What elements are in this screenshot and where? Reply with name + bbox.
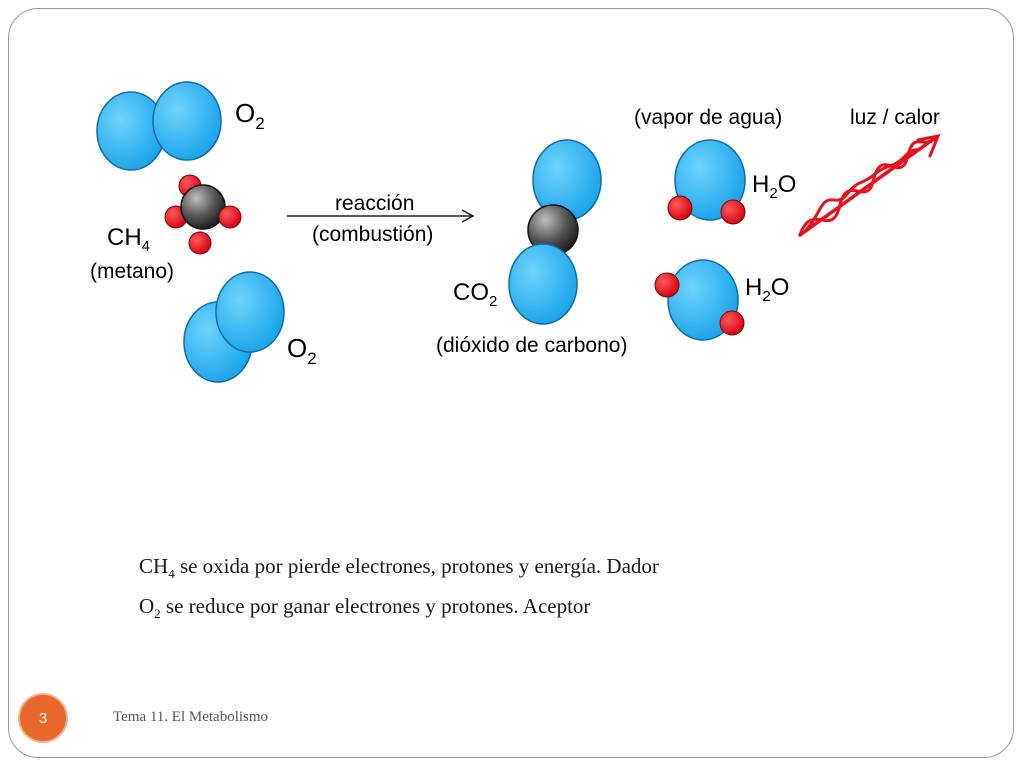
o2-molecule-bottom [183, 271, 285, 383]
reaction-arrow [287, 209, 475, 223]
co2-label: CO2 [453, 279, 497, 310]
page-number: 3 [38, 709, 48, 727]
h2o-bottom-label: H2O [745, 274, 789, 305]
co2-molecule [508, 139, 602, 325]
reaccion-label: reacción [335, 192, 414, 215]
ch4-molecule [164, 174, 242, 255]
metano-label: (metano) [90, 260, 174, 283]
dioxido-label: (dióxido de carbono) [436, 334, 627, 357]
o2-bottom-label: O2 [287, 333, 317, 368]
h2o-top-label: H2O [752, 171, 796, 202]
footer-title: Tema 11. El Metabolismo [113, 709, 269, 725]
reaction-explanation: CH4 se oxida por pierde electrones, prot… [139, 550, 899, 630]
h2o-molecule-top [667, 139, 746, 225]
o2-molecule-top [96, 81, 222, 171]
combustion-label: (combustión) [312, 223, 433, 246]
h2o-molecule-bottom [654, 259, 745, 341]
oxidation-line: CH4 se oxida por pierde electrones, prot… [139, 554, 659, 582]
o2-top-label: O2 [235, 98, 265, 133]
vapor-label: (vapor de agua) [634, 106, 782, 129]
luz-calor-label: luz / calor [850, 106, 940, 129]
reduction-line: O2 se reduce por ganar electrones y prot… [139, 594, 591, 622]
page-number-badge: 3 [18, 693, 68, 743]
energy-wave-arrow [798, 133, 941, 237]
ch4-label: CH4 [107, 224, 150, 255]
